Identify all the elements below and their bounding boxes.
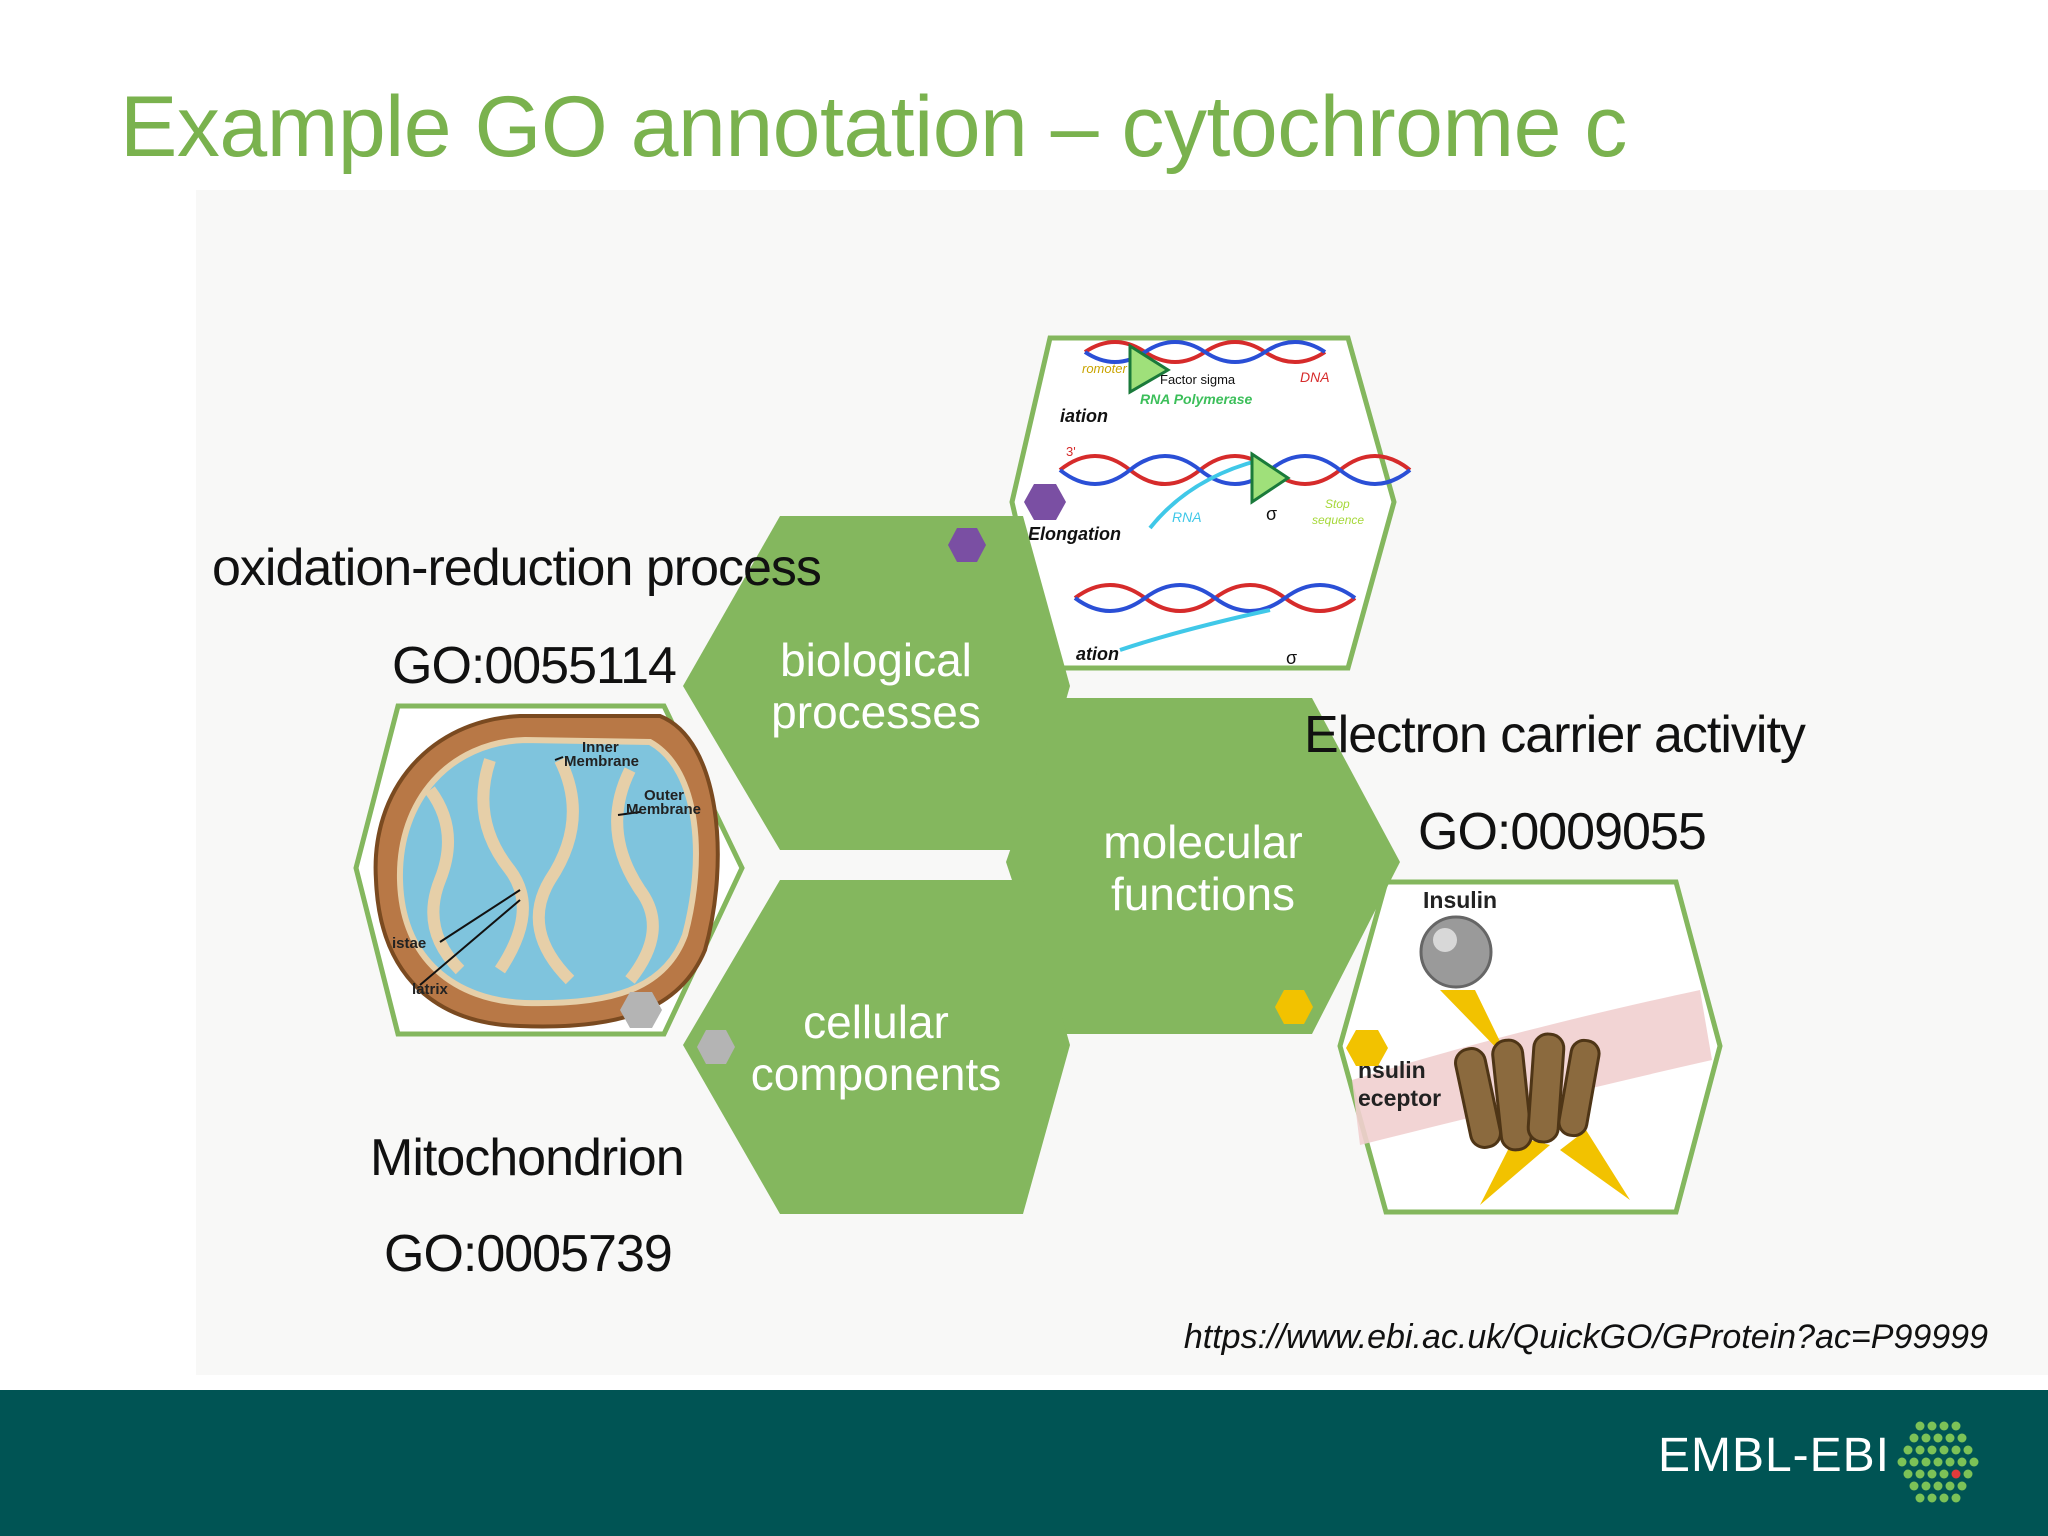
cellular-components-line1: cellular	[803, 996, 949, 1048]
biological-processes-line2: processes	[771, 686, 981, 738]
transcription-label: DNA	[1300, 369, 1330, 385]
transcription-label: romoter	[1082, 361, 1127, 376]
gray-marker-icon	[697, 1030, 735, 1064]
logo-dot	[1909, 1481, 1919, 1491]
transcription-label: sequence	[1312, 513, 1364, 527]
embl-ebi-logo-text: EMBL-EBI	[1657, 1429, 1890, 1482]
transcription-label: ation	[1076, 644, 1119, 664]
mito-label: Inner	[582, 739, 619, 756]
logo-dot	[1927, 1445, 1937, 1455]
logo-dot	[1957, 1457, 1967, 1467]
logo-dot	[1951, 1421, 1961, 1431]
slide-title: Example GO annotation – cytochrome c	[120, 79, 1627, 175]
logo-dot	[1915, 1445, 1925, 1455]
molecular-functions-hexagon	[1006, 698, 1400, 1034]
logo-dot	[1951, 1493, 1961, 1503]
source-url: https://www.ebi.ac.uk/QuickGO/GProtein?a…	[1183, 1318, 1988, 1356]
logo-dot	[1903, 1469, 1913, 1479]
logo-dot	[1939, 1469, 1949, 1479]
logo-dot	[1909, 1433, 1919, 1443]
yellow-marker-icon	[1275, 990, 1313, 1024]
molecular-functions-line2: functions	[1110, 868, 1296, 920]
logo-dot	[1945, 1457, 1955, 1467]
logo-dot	[1921, 1481, 1931, 1491]
logo-dot	[1957, 1433, 1967, 1443]
mito-label: Membrane	[626, 801, 701, 818]
logo-dot	[1909, 1457, 1919, 1467]
purple-marker-icon	[948, 528, 986, 562]
footer-bar: EMBL-EBI	[0, 1390, 2048, 1536]
cellular-components-label: cellular components	[726, 996, 1026, 1100]
component-go-id: GO:0005739	[384, 1225, 673, 1283]
logo-dot	[1945, 1433, 1955, 1443]
logo-dot	[1945, 1481, 1955, 1491]
mito-label: latrix	[412, 981, 449, 998]
process-go-id: GO:0055114	[392, 637, 677, 695]
logo-dot	[1963, 1445, 1973, 1455]
logo-dot	[1927, 1493, 1937, 1503]
gray-marker-icon	[620, 992, 662, 1028]
component-term: Mitochondrion	[370, 1129, 685, 1187]
logo-dot	[1957, 1481, 1967, 1491]
transcription-label: σ	[1286, 648, 1297, 668]
logo-dot	[1951, 1469, 1961, 1479]
transcription-label: RNA Polymerase	[1140, 391, 1253, 407]
transcription-label: RNA	[1172, 509, 1202, 525]
transcription-label: Stop	[1325, 497, 1350, 511]
logo-dot	[1927, 1421, 1937, 1431]
logo-dot	[1915, 1469, 1925, 1479]
logo-dot	[1933, 1433, 1943, 1443]
cellular-components-line2: components	[750, 1048, 1002, 1100]
logo-dot	[1897, 1457, 1907, 1467]
function-term: Electron carrier activity	[1304, 706, 1806, 764]
transcription-label: 3'	[1066, 444, 1076, 459]
logo-dot	[1915, 1493, 1925, 1503]
molecular-functions-label: molecular functions	[1053, 816, 1353, 920]
logo-dot	[1921, 1433, 1931, 1443]
biological-processes-hexagon	[683, 516, 1070, 850]
logo-dot	[1939, 1445, 1949, 1455]
yellow-marker-icon	[1346, 1030, 1388, 1066]
transcription-label: Factor sigma	[1160, 372, 1236, 387]
logo-dot	[1963, 1469, 1973, 1479]
cellular-components-hexagon	[683, 880, 1070, 1214]
logo-dot	[1933, 1481, 1943, 1491]
logo-dot	[1933, 1457, 1943, 1467]
insulin-label: Insulin	[1423, 887, 1497, 913]
mitochondrion-image: Inner Membrane Outer Membrane istae latr…	[353, 703, 745, 1037]
function-go-id: GO:0009055	[1418, 803, 1707, 861]
logo-dot	[1903, 1445, 1913, 1455]
insulin-image: Insulin nsulin eceptor	[1337, 879, 1723, 1215]
logo-dot	[1915, 1421, 1925, 1431]
biological-processes-label: biological processes	[726, 634, 1026, 738]
molecular-functions-line1: molecular	[1103, 816, 1303, 868]
embl-ebi-logo-icon	[1897, 1421, 1979, 1503]
transcription-label: σ	[1266, 504, 1277, 524]
transcription-label: iation	[1060, 406, 1108, 426]
transcription-image: romoter Factor sigma RNA Polymerase DNA …	[1009, 335, 1412, 671]
logo-dot	[1951, 1445, 1961, 1455]
mito-label: Outer	[644, 787, 684, 804]
mito-label: Membrane	[564, 753, 639, 770]
logo-dot	[1939, 1493, 1949, 1503]
logo-dot	[1921, 1457, 1931, 1467]
mito-label: istae	[392, 935, 426, 952]
logo-dot	[1927, 1469, 1937, 1479]
logo-dot	[1969, 1457, 1979, 1467]
biological-processes-line1: biological	[780, 634, 972, 686]
insulin-label: eceptor	[1358, 1085, 1441, 1111]
process-term: oxidation-reduction process	[212, 539, 822, 597]
logo-dot	[1939, 1421, 1949, 1431]
transcription-label: Elongation	[1028, 524, 1121, 544]
purple-marker-icon	[1024, 484, 1066, 520]
